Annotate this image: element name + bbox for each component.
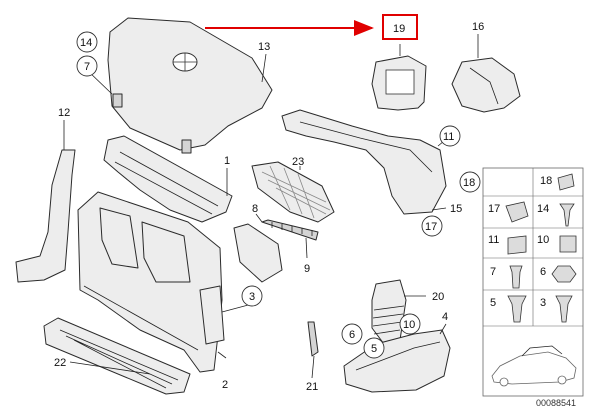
car-window-line [521, 345, 563, 357]
car-wheel-rear [557, 375, 567, 385]
callout-11: 11 [443, 131, 454, 143]
callout-20: 20 [432, 291, 444, 303]
part-13-tab-left [112, 93, 123, 108]
part-16-duct [451, 57, 521, 113]
duct-inner-edge [299, 121, 433, 173]
part-4-detail [355, 341, 441, 371]
callout-23: 23 [292, 156, 304, 168]
frame-lower-lip [83, 285, 199, 351]
callout-18: 18 [463, 177, 475, 189]
expansion-rivet-icon-5 [507, 295, 527, 323]
callout-10: 10 [403, 319, 415, 331]
callout-10-circle [399, 313, 421, 335]
leader-lines [63, 34, 479, 379]
callout-16: 16 [472, 21, 484, 33]
legend-label-11: 11 [488, 234, 499, 246]
callout-6: 6 [349, 329, 355, 341]
callout-18-circle [459, 171, 481, 193]
car-wheel-front [499, 377, 509, 387]
kidney-grille-right [141, 221, 191, 283]
callout-21: 21 [306, 381, 318, 393]
part-22-lower-panel [43, 317, 191, 395]
callout-17-circle [421, 215, 443, 237]
callout-12: 12 [58, 107, 70, 119]
clip-icon-10 [559, 235, 577, 253]
callout-14-circle [76, 31, 98, 53]
clip-icon-18 [557, 173, 575, 191]
nut-icon-6 [551, 265, 577, 283]
logo-emblem-quarters [173, 53, 197, 71]
part-3-bracket [199, 285, 225, 345]
callout-14: 14 [80, 37, 92, 49]
legend-label-5: 5 [490, 297, 496, 309]
callout-19: 19 [393, 23, 405, 35]
legend-label-10: 10 [537, 234, 549, 246]
legend-label-18: 18 [540, 175, 552, 187]
callout-5-circle [363, 337, 385, 359]
part-23-mesh-lines [261, 165, 331, 219]
part-16-detail [469, 67, 499, 105]
callout-7: 7 [84, 61, 90, 73]
callout-19-highlight-box [382, 14, 418, 40]
legend-label-14: 14 [537, 203, 549, 215]
legend-label-7: 7 [490, 266, 496, 278]
legend-label-3: 3 [540, 297, 546, 309]
callout-11-circle [439, 125, 461, 147]
diagram-reference-code: 00088541 [536, 398, 576, 408]
part-13-tab-right [181, 139, 192, 154]
part-11-15-air-duct [281, 109, 447, 215]
callout-22: 22 [54, 357, 66, 369]
callout-9: 9 [304, 263, 310, 275]
callout-5: 5 [371, 343, 377, 355]
callout-15: 15 [450, 203, 462, 215]
part-8-cover [233, 223, 283, 283]
part-22-slats [59, 329, 179, 389]
callout-7-circle [76, 55, 98, 77]
screw-icon-7 [509, 265, 523, 289]
callout-8: 8 [252, 203, 258, 215]
part-13-upper-cover [107, 17, 273, 151]
part-21-stud [307, 321, 319, 357]
part-1-ribs [114, 151, 219, 215]
callout-17: 17 [425, 221, 437, 233]
callout-2: 2 [222, 379, 228, 391]
callout-6-circle [341, 323, 363, 345]
clip-icon-17 [505, 201, 529, 223]
callout-1: 1 [224, 155, 230, 167]
part-20-ribs [372, 305, 405, 335]
part-1-upper-bracket [103, 135, 233, 223]
callout-13: 13 [258, 41, 270, 53]
callout-3-circle [241, 285, 263, 307]
part-9-teeth [271, 222, 313, 236]
rivet-icon-14 [559, 203, 575, 227]
kidney-grille-left [99, 207, 139, 269]
part-19-opening [385, 69, 415, 95]
legend-label-17: 17 [488, 203, 500, 215]
rivet-icon-3 [555, 295, 573, 323]
part-20-hose [371, 279, 407, 345]
legend-label-6: 6 [540, 266, 546, 278]
callout-4: 4 [442, 311, 448, 323]
clip-icon-11 [507, 235, 527, 255]
part-9-strip [261, 219, 319, 241]
part-12-side-duct [15, 149, 76, 283]
callout-3: 3 [249, 291, 255, 303]
